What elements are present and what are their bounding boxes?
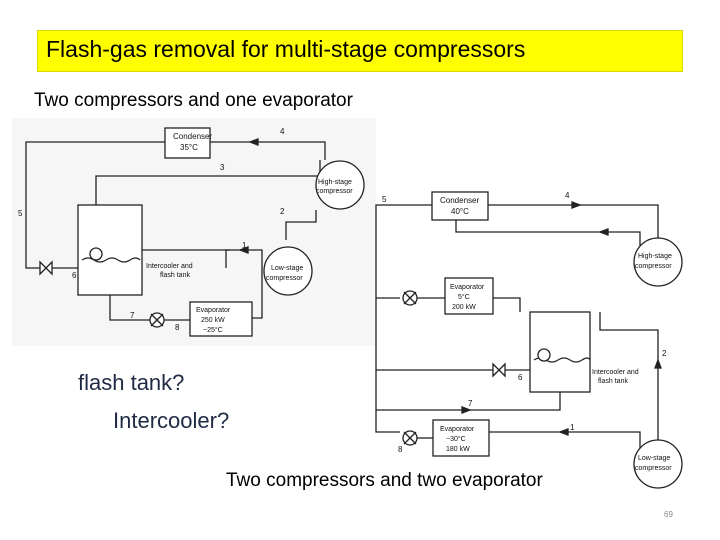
diagram1-low-stage-compressor [263,246,313,296]
diagram2-evap-5c-temp: 5°C [458,293,470,301]
diagram1-evaporator-kw: 250 kW [201,317,225,324]
diagram1-line-2 [285,210,317,240]
diagram2-evap-30c-temp: −30°C [446,435,466,443]
diagram2-line-4 [488,204,659,238]
diagram1-valve-8-cross [150,313,164,327]
subtitle-one-evaporator: Two compressors and one evaporator [34,90,353,111]
diagram1-float [89,247,103,261]
diagram2-labels: Condenser 40°C High-stage compressor Low… [382,191,672,472]
diagram2-evaporator-30c [432,419,490,457]
diagram2-point-1: 1 [570,423,575,432]
diagram2-line-2 [599,312,659,448]
diagram1-point-3: 3 [220,163,225,172]
diagram2-intercooler-label-2: flash tank [598,378,628,385]
diagram2-low-stage-label: Low-stage [638,455,670,462]
diagram1-condenser-label: Condenser [173,132,212,141]
diagram1-condenser [164,127,211,159]
diagram1-point-8: 8 [175,323,180,332]
diagram2-point-5: 5 [382,195,387,204]
diagram2-arrow-2 [654,358,662,369]
diagram2-line-5 [375,204,432,433]
diagram2-evaporator-5c [444,277,494,315]
question-flash-tank: flash tank? [78,370,185,395]
diagram2-condenser-temp: 40°C [451,207,469,216]
diagram1-arrow-1 [238,246,249,254]
diagram2-arrow-7 [461,406,472,414]
diagram1-evaporator [189,301,253,337]
diagram2-evap-5c-kw: 200 kW [452,304,476,311]
diagram2-low-stage-compressor [633,439,683,489]
diagram2-condenser-label: Condenser [440,196,479,205]
diagram-one-evaporator [12,118,376,346]
diagram1-line-1-evap [225,249,263,319]
diagram2-high-stage-label-2: compressor [635,263,672,270]
diagram1-point-6: 6 [72,271,77,280]
diagram2-float [537,348,551,362]
caption-two-evaporator: Two compressors and two evaporator [226,470,543,491]
diagram2-evap-5c-label: Evaporator [450,284,485,291]
diagram1-point-4: 4 [280,127,285,136]
diagram1-high-stage-label: High-stage [318,179,352,186]
diagram1-line-5 [25,141,165,269]
diagram2-high-stage-label: High-stage [638,253,672,260]
diagram2-low-stage-label-2: compressor [635,465,672,472]
diagram2-point-2: 2 [662,349,667,358]
diagram1-labels: Condenser 35°C High-stage compressor Low… [18,127,353,334]
diagram2-line-1 [489,431,641,448]
diagram2-arrow-4 [571,201,582,209]
diagram1-condenser-temp: 35°C [180,143,198,152]
diagram2-line-7 [376,392,561,411]
diagram2-valve-6 [492,362,506,378]
diagram1-high-stage-label-2: compressor [316,188,353,195]
diagram1-evaporator-label: Evaporator [196,307,231,314]
diagram2-evap-30c-label: Evaporator [440,426,475,433]
diagram2-high-stage-compressor [633,237,683,287]
diagram2-point-8: 8 [398,445,403,454]
diagram2-evap-30c-kw: 180 kW [446,446,470,453]
diagram1-high-stage-compressor [315,160,365,210]
diagram2-arrow-1 [558,428,569,436]
diagram2-point-7: 7 [468,399,473,408]
diagram1-point-5: 5 [18,209,23,218]
diagram1-low-stage-label-2: compressor [266,275,303,282]
diagram1-point-1: 1 [242,241,247,250]
diagram2-arrow-3 [598,228,609,236]
page-number: 69 [664,510,673,519]
diagram2-condenser [431,191,489,221]
diagram2-line-3 [455,220,641,250]
diagram2-point-4: 4 [565,191,570,200]
diagram2-intercooler-label: Intercooler and [592,369,639,376]
diagram1-valve-6 [39,260,53,276]
slide-title: Flash-gas removal for multi-stage compre… [46,36,526,62]
diagram2-valve-8-cross [403,431,417,445]
diagram-two-evaporator [375,191,683,489]
diagram1-intercooler-label: Intercooler and [146,263,193,270]
question-intercooler: Intercooler? [113,408,230,433]
diagram2-valve-upper-cross [403,291,417,305]
diagram1-point-7: 7 [130,311,135,320]
diagram1-evaporator-temp: −25°C [203,326,223,334]
diagram1-arrow-4 [248,138,259,146]
diagram1-flash-tank [77,204,143,296]
diagram1-intercooler-label-2: flash tank [160,272,190,279]
diagram2-point-6: 6 [518,373,523,382]
diagram1-low-stage-label: Low-stage [271,265,303,272]
title-bar: Flash-gas removal for multi-stage compre… [37,30,683,72]
diagram1-line-7 [109,295,150,321]
diagram2-line-evap-5c-out [493,297,521,312]
diagram1-point-2: 2 [280,207,285,216]
